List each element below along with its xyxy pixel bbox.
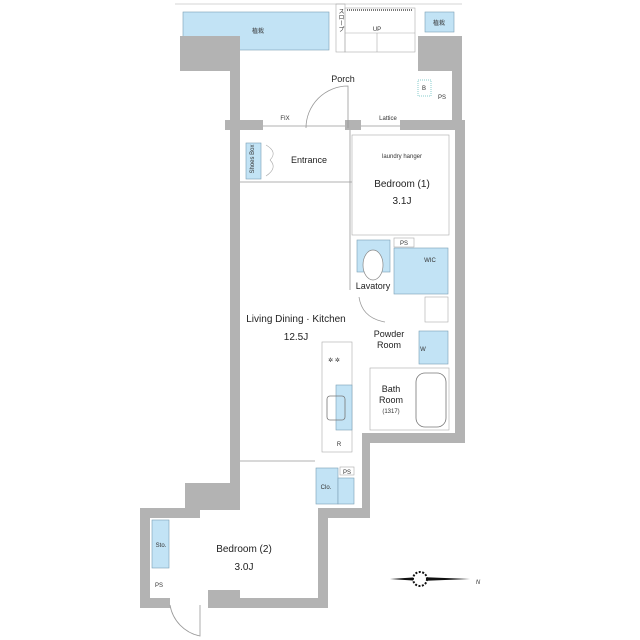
entrance-label: Entrance xyxy=(291,155,327,165)
walls xyxy=(140,36,465,608)
ps-top-label: PS xyxy=(438,95,446,101)
powder-room-label-2: Room xyxy=(377,340,401,350)
laundry-hanger-label: laundry hanger xyxy=(382,154,422,160)
porch-label: Porch xyxy=(331,74,355,84)
clo-label: Clo. xyxy=(321,485,332,491)
fridge-label: R xyxy=(337,442,342,448)
balcony-door[interactable] xyxy=(169,604,201,637)
compass-icon xyxy=(390,571,470,587)
lavatory-label: Lavatory xyxy=(356,281,391,291)
shoes-box-label: Shoes Box xyxy=(250,144,256,173)
wic[interactable] xyxy=(393,247,449,295)
slope-label: スロープ xyxy=(337,8,344,32)
sink xyxy=(326,395,346,421)
sto-label: Sto. xyxy=(156,543,167,549)
bedroom2-label: Bedroom (2) xyxy=(216,544,272,555)
lattice-label: Lattice xyxy=(379,116,397,122)
ps-bottom-label: PS xyxy=(155,583,163,589)
bath-size: (1317) xyxy=(382,409,399,415)
bedroom1-label: Bedroom (1) xyxy=(374,179,430,190)
ps-clo-label: PS xyxy=(343,470,351,476)
bedroom2-size: 3.0J xyxy=(235,562,254,573)
bathtub xyxy=(415,372,447,428)
north-label: N xyxy=(476,580,481,586)
stairs xyxy=(344,7,416,53)
ps-lav-box xyxy=(393,237,415,248)
ps-lav-label: PS xyxy=(400,241,408,247)
powder-room-label-1: Powder xyxy=(374,329,405,339)
ldk-label: Living Dining · Kitchen xyxy=(246,314,346,325)
entry-door[interactable] xyxy=(305,85,349,129)
ldk-size: 12.5J xyxy=(284,332,308,343)
washing-machine-area xyxy=(418,330,449,365)
wic-label: WIC xyxy=(424,258,436,264)
b-label: B xyxy=(422,86,426,92)
planter-right xyxy=(424,11,455,33)
shoe-box-doors xyxy=(265,144,274,177)
meter-box xyxy=(417,79,432,97)
sink-area xyxy=(335,384,353,431)
up-label: UP xyxy=(373,27,381,33)
bath-label-1: Bath xyxy=(382,384,401,394)
shoes-box[interactable] xyxy=(245,142,262,180)
w-label: W xyxy=(420,347,426,353)
planter-right-label: 植栽 xyxy=(433,19,445,27)
fix-label: FIX xyxy=(280,116,289,122)
toilet-icon xyxy=(362,249,384,281)
bedroom1-size: 3.1J xyxy=(393,196,412,207)
stove-icon: ✲ ✲ xyxy=(328,357,340,364)
storage[interactable] xyxy=(151,519,170,569)
washbasin xyxy=(424,296,449,323)
planter-left-label: 植栽 xyxy=(252,27,264,35)
lavatory-door[interactable] xyxy=(358,296,386,323)
bath-label-2: Room xyxy=(379,395,403,405)
